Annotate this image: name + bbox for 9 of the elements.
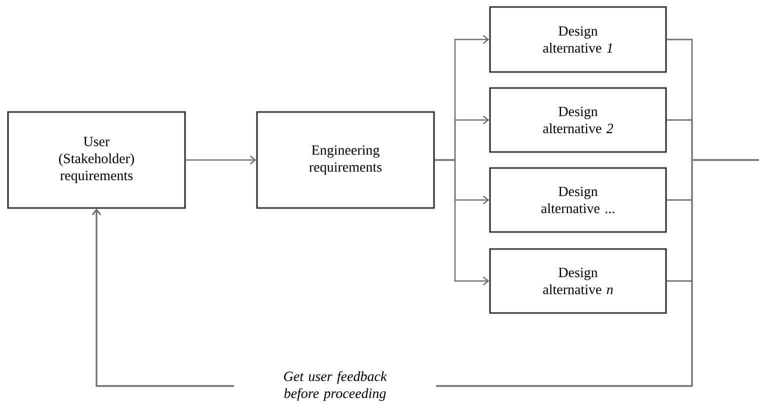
- process-box: Design alternative ...: [489, 167, 667, 233]
- process-box: Design alternative 1: [489, 6, 667, 73]
- process-box: Engineering requirements: [256, 111, 435, 209]
- process-box: Design alternative n: [489, 248, 667, 314]
- process-box: Design alternative 2: [489, 87, 667, 153]
- edge-label: Get user feedback before proceeding: [234, 370, 436, 402]
- arrow: [186, 156, 256, 164]
- arrow: [434, 159, 490, 286]
- process-box: User (Stakeholder) requirements: [7, 111, 186, 209]
